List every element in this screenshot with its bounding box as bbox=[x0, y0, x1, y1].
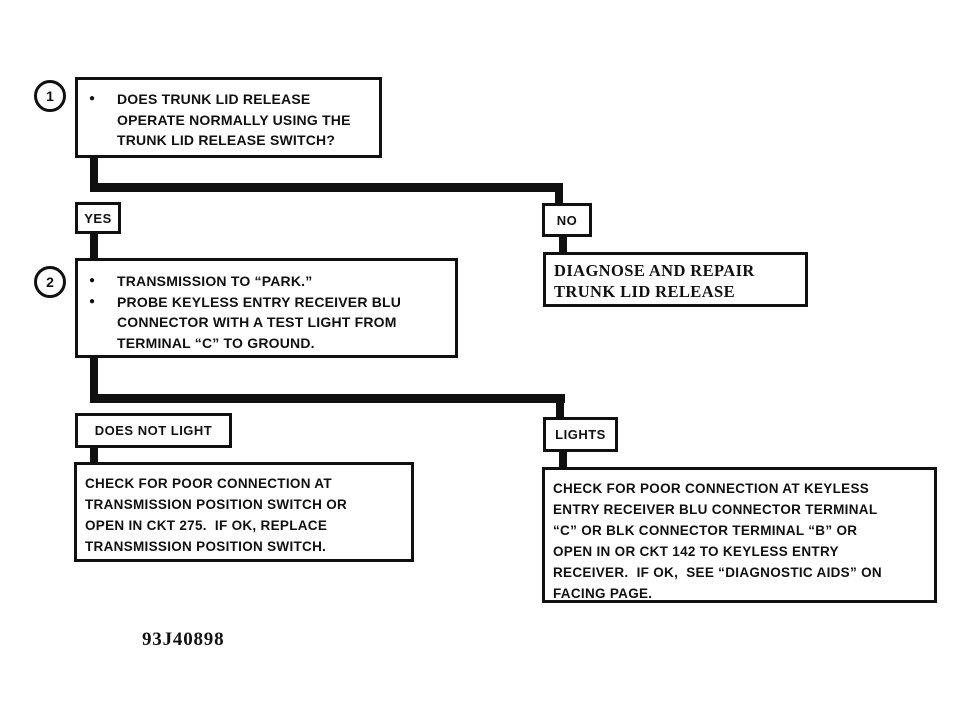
step1-line: OPERATE NORMALLY USING THE bbox=[117, 111, 351, 128]
connector-no-to-result bbox=[559, 235, 567, 254]
no-result-line: DIAGNOSE AND REPAIR bbox=[554, 261, 755, 280]
step2-number-circle: 2 bbox=[34, 266, 66, 298]
yes-label: YES bbox=[84, 210, 112, 226]
no-label-box: NO bbox=[542, 203, 592, 237]
step1-number-circle: 1 bbox=[34, 80, 66, 112]
step2-line: PROBE KEYLESS ENTRY RECEIVER BLU bbox=[117, 293, 402, 310]
no-result-text: DIAGNOSE AND REPAIR TRUNK LID RELEASE bbox=[546, 255, 805, 306]
connector-branch2-horizontal bbox=[90, 394, 565, 403]
bullet-icon: ● bbox=[89, 295, 96, 307]
dnl-result-line: CHECK FOR POOR CONNECTION AT bbox=[85, 476, 332, 491]
step1-line: TRUNK LID RELEASE SWITCH? bbox=[117, 132, 336, 148]
dnl-result-line: TRANSMISSION POSITION SWITCH OR bbox=[85, 497, 348, 512]
does-not-light-result-text: CHECK FOR POOR CONNECTION AT TRANSMISSIO… bbox=[77, 465, 411, 563]
lights-label-box: LIGHTS bbox=[543, 417, 618, 452]
lights-result-text: CHECK FOR POOR CONNECTION AT KEYLESS ENT… bbox=[545, 470, 934, 610]
lights-label: LIGHTS bbox=[555, 427, 606, 442]
step1-question-text: DOES TRUNK LID RELEASE OPERATE NORMALLY … bbox=[117, 89, 351, 151]
does-not-light-label-box: DOES NOT LIGHT bbox=[75, 413, 232, 448]
lights-result-line: RECEIVER. IF OK, SEE “DIAGNOSTIC AIDS” O… bbox=[553, 565, 882, 580]
lights-result-box: CHECK FOR POOR CONNECTION AT KEYLESS ENT… bbox=[542, 467, 937, 603]
no-label: NO bbox=[556, 212, 578, 228]
connector-branch2-lights-drop bbox=[556, 397, 564, 419]
lights-result-line: FACING PAGE. bbox=[553, 586, 653, 601]
does-not-light-result-box: CHECK FOR POOR CONNECTION AT TRANSMISSIO… bbox=[74, 462, 414, 562]
yes-label-box: YES bbox=[75, 202, 121, 234]
step2-line: TRANSMISSION TO “PARK.” bbox=[117, 273, 313, 289]
no-result-line: TRUNK LID RELEASE bbox=[554, 282, 736, 301]
connector-step2-down bbox=[90, 356, 98, 400]
step1-number: 1 bbox=[46, 88, 54, 104]
no-result-box: DIAGNOSE AND REPAIR TRUNK LID RELEASE bbox=[543, 252, 808, 307]
connector-branch1-no-drop bbox=[555, 186, 563, 206]
connector-yes-to-step2 bbox=[90, 232, 98, 260]
connector-branch1-horizontal bbox=[90, 183, 563, 192]
connector-lights-to-result bbox=[559, 450, 567, 469]
step2-line: TERMINAL “C” TO GROUND. bbox=[117, 334, 315, 351]
connector-dnl-to-result bbox=[90, 446, 98, 466]
lights-result-line: CHECK FOR POOR CONNECTION AT KEYLESS bbox=[553, 481, 870, 496]
does-not-light-label: DOES NOT LIGHT bbox=[94, 423, 213, 438]
step2-line: CONNECTOR WITH A TEST LIGHT FROM bbox=[117, 314, 397, 330]
step1-question-box: ● DOES TRUNK LID RELEASE OPERATE NORMALL… bbox=[75, 77, 382, 158]
step2-item1-text: TRANSMISSION TO “PARK.” bbox=[117, 271, 312, 292]
figure-code: 93J40898 bbox=[142, 629, 225, 650]
dnl-result-line: OPEN IN CKT 275. IF OK, REPLACE bbox=[85, 518, 328, 533]
lights-result-line: ENTRY RECEIVER BLU CONNECTOR TERMINAL bbox=[553, 502, 878, 517]
lights-result-line: “C” OR BLK CONNECTOR TERMINAL “B” OR bbox=[553, 523, 858, 538]
step1-line: DOES TRUNK LID RELEASE bbox=[117, 91, 311, 107]
connector-step1-down bbox=[90, 156, 98, 188]
bullet-icon: ● bbox=[89, 93, 96, 104]
step2-item2-text: PROBE KEYLESS ENTRY RECEIVER BLU CONNECT… bbox=[117, 292, 401, 354]
step2-instruction-box: ● TRANSMISSION TO “PARK.” ● PROBE KEYLES… bbox=[75, 258, 458, 358]
step2-number: 2 bbox=[46, 274, 54, 290]
bullet-icon: ● bbox=[89, 275, 96, 286]
lights-result-line: OPEN IN OR CKT 142 TO KEYLESS ENTRY bbox=[553, 544, 839, 559]
dnl-result-line: TRANSMISSION POSITION SWITCH. bbox=[85, 539, 327, 554]
